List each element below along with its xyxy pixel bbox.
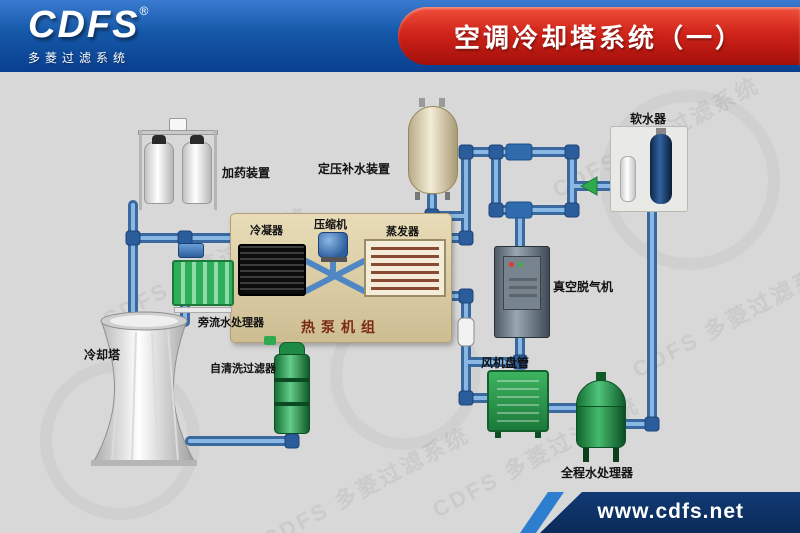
label-fan-coil: 风机盘管: [481, 356, 530, 370]
sidestream-processor: [172, 243, 234, 313]
tank-fitting: [419, 98, 425, 107]
logo: CDFS® 多菱过滤系统: [28, 4, 148, 66]
filter-flange: [274, 402, 310, 406]
panel-vents: [509, 273, 537, 297]
filter-flange: [274, 378, 310, 382]
fan-coil: [487, 370, 549, 438]
processor-body: [172, 260, 234, 306]
label-full-water-processor: 全程水处理器: [561, 466, 634, 480]
makeup-water-tank: [405, 98, 461, 200]
indicator-light-green: [518, 262, 523, 267]
label-sidestream-processor: 旁流水处理器: [198, 317, 264, 329]
header-banner: CDFS® 多菱过滤系统 空调冷却塔系统（一）: [0, 0, 800, 72]
water-softener: [610, 126, 688, 212]
processor-dome: [576, 380, 626, 408]
logo-subtext: 多菱过滤系统: [28, 51, 131, 65]
compressor: [318, 232, 348, 262]
fan-coil-leg: [535, 432, 541, 438]
dosing-device: [138, 118, 218, 210]
condenser: [238, 244, 306, 296]
tank-leg: [445, 192, 450, 200]
dosing-frame: [138, 130, 218, 135]
tank-leg: [415, 192, 420, 200]
fan-coil-body: [487, 370, 549, 432]
condenser-label: 冷凝器: [250, 225, 283, 237]
filter-valve: [264, 336, 276, 345]
registered-mark: ®: [139, 4, 149, 18]
dosing-leg: [139, 130, 142, 210]
fan-coil-grille: [497, 380, 539, 422]
fan-coil-leg: [495, 432, 501, 438]
cooling-tower-shape: [91, 311, 197, 466]
label-dosing-device: 加药装置: [222, 166, 271, 180]
tank-fitting: [439, 98, 445, 107]
dosing-leg: [214, 130, 217, 210]
circulation-pump-icon: [505, 201, 533, 219]
processor-base: [174, 307, 232, 313]
softener-valve: [656, 128, 666, 136]
processor-top-valve: [596, 372, 606, 382]
vacuum-degasser: [494, 246, 550, 338]
inline-fitting-icon: [457, 317, 475, 347]
softener-brine-tank: [620, 156, 636, 202]
label-makeup-water: 定压补水装置: [318, 162, 391, 176]
page-title: 空调冷却塔系统（一）: [453, 22, 744, 53]
processor-leg: [613, 448, 619, 462]
degasser-panel: [503, 256, 541, 310]
processor-pump: [178, 243, 204, 258]
self-cleaning-filter: [264, 336, 310, 440]
heat-pump-unit: 冷凝器 压缩机 蒸发器 热泵机组: [230, 213, 452, 343]
processor-tank: [576, 406, 626, 448]
evaporator-coil: [371, 246, 439, 290]
evaporator-label: 蒸发器: [386, 226, 419, 238]
dosing-tank: [182, 135, 212, 204]
compressor-label: 压缩机: [314, 219, 347, 231]
flow-arrow-icon: [579, 176, 598, 196]
tank-body: [408, 106, 458, 194]
label-cooling-tower: 冷却塔: [84, 348, 121, 362]
circulation-pump-icon: [505, 143, 533, 161]
indicator-light-red: [509, 262, 514, 267]
dosing-tank: [144, 135, 174, 204]
label-self-cleaning-filter: 自清洗过滤器: [210, 363, 276, 375]
label-vacuum-degasser: 真空脱气机: [553, 280, 614, 294]
full-water-processor: [573, 372, 629, 462]
label-softener: 软水器: [630, 112, 667, 126]
logo-text: CDFS: [28, 4, 140, 46]
filter-body: [274, 354, 310, 434]
processor-leg: [583, 448, 589, 462]
cooling-tower: [88, 303, 200, 468]
evaporator: [364, 239, 446, 297]
softener-resin-tank: [650, 134, 672, 204]
title-banner: 空调冷却塔系统（一）: [398, 7, 800, 65]
heat-pump-label: 热泵机组: [301, 319, 381, 335]
